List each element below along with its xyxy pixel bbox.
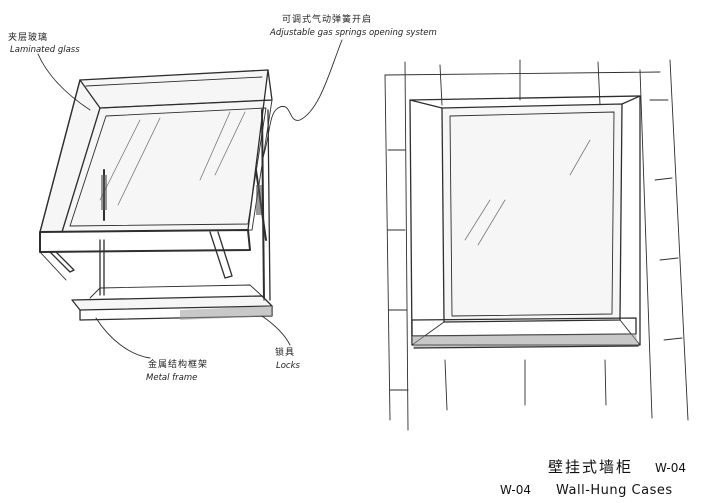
case-glass-front xyxy=(442,104,622,322)
caption-title-en: Wall-Hung Cases xyxy=(556,483,673,498)
callout-lines xyxy=(37,39,343,359)
closed-case-drawing xyxy=(384,59,689,431)
laminated-glass-panel xyxy=(40,70,268,232)
label-laminated-glass-en: Laminated glass xyxy=(10,45,80,55)
caption-code-bottom: W-04 xyxy=(500,483,531,497)
leader-locks xyxy=(261,315,291,346)
label-metal-frame-cn: 金属结构框架 xyxy=(148,358,208,370)
caption: 壁挂式墙柜 W-04 W-04 Wall-Hung Cases xyxy=(500,458,686,498)
label-gas-spring-en: Adjustable gas springs opening system xyxy=(269,28,437,38)
label-laminated-glass-cn: 夹层玻璃 xyxy=(8,31,48,43)
open-case-drawing xyxy=(39,69,273,321)
annotation-locks: 锁具 Locks xyxy=(275,346,301,371)
label-gas-spring-cn: 可调式气动弹簧开启 xyxy=(282,13,372,25)
annotation-laminated-glass: 夹层玻璃 Laminated glass xyxy=(8,31,80,55)
label-metal-frame-en: Metal frame xyxy=(146,373,197,383)
leader-metal-frame xyxy=(95,317,151,359)
leader-gas-spring xyxy=(261,39,343,161)
annotation-metal-frame: 金属结构框架 Metal frame xyxy=(146,358,208,383)
caption-title-cn: 壁挂式墙柜 xyxy=(548,458,633,476)
leader-laminated-glass xyxy=(37,53,91,111)
wall-lines xyxy=(384,71,661,76)
label-locks-cn: 锁具 xyxy=(275,346,295,358)
caption-code-top: W-04 xyxy=(655,461,686,475)
annotation-gas-spring: 可调式气动弹簧开启 Adjustable gas springs opening… xyxy=(269,13,437,38)
metal-frame-post xyxy=(261,109,265,301)
label-locks-en: Locks xyxy=(276,361,301,371)
